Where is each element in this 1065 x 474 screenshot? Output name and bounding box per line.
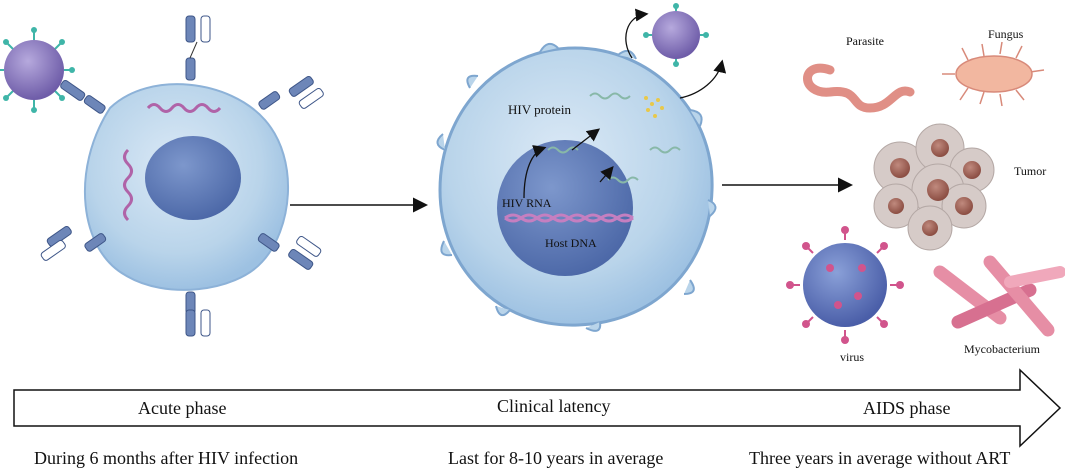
parasite-illustration: [803, 63, 915, 113]
duration-acute: During 6 months after HIV infection: [34, 448, 299, 468]
parasite-label: Parasite: [846, 34, 884, 48]
intracellular-arrows: [523, 8, 727, 199]
viral-rna-strand: [146, 103, 222, 113]
phase-aids-label: AIDS phase: [863, 398, 951, 418]
tumor-label: Tumor: [1014, 164, 1047, 178]
fungus-label: Fungus: [988, 27, 1024, 41]
hiv-protein-label: HIV protein: [508, 102, 571, 117]
virus-illustration: [786, 226, 904, 344]
mycobacterium-label: Mycobacterium: [964, 342, 1040, 356]
timeline-arrow: [13, 368, 1062, 448]
hiv-rna-label: HIV RNA: [502, 196, 552, 210]
nucleus: [145, 136, 241, 220]
host-dna-label: Host DNA: [545, 236, 597, 250]
hiv-virion-attached: [0, 27, 75, 113]
nucleus: [497, 140, 633, 276]
hiv-virion-budding: [643, 3, 709, 67]
duration-latency: Last for 8-10 years in average: [448, 448, 664, 468]
viral-rna-strand: [123, 148, 133, 222]
cd4-receptors: [40, 15, 324, 337]
t-cell-latency: [436, 42, 717, 332]
t-cell-acute: [84, 83, 290, 291]
tumor-illustration: [873, 123, 995, 251]
fungus-illustration: [942, 41, 1045, 107]
duration-aids: Three years in average without ART: [749, 448, 1011, 468]
phase-acute-label: Acute phase: [138, 398, 227, 418]
mycobacterium-illustration: [933, 255, 1065, 337]
phase-latency-label: Clinical latency: [497, 396, 611, 416]
virus-label: virus: [840, 350, 864, 364]
